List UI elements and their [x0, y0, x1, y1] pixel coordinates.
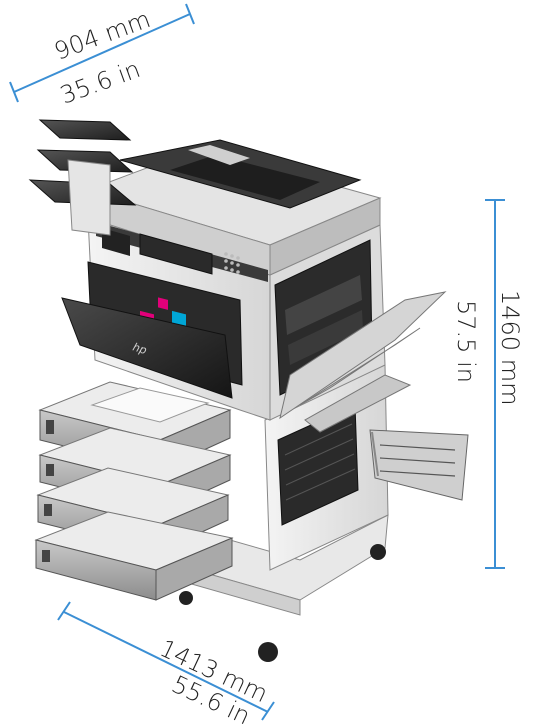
paper-tray-4 [34, 511, 234, 601]
width-metric-label: 904 mm [50, 5, 154, 66]
multipurpose-tray [279, 291, 447, 420]
printer-illustration: hp [28, 119, 469, 662]
width-dimension: 904 mm 35.6 in [9, 3, 195, 110]
height-metric-label: 1460 mm [496, 290, 524, 405]
height-dimension: 1460 mm 57.5 in [452, 199, 524, 569]
depth-dimension-line [63, 611, 269, 713]
tray-extension [304, 374, 412, 433]
door-logo: hp [131, 340, 148, 357]
output-stacker [28, 119, 137, 236]
toner-cartridge-magenta-2 [158, 297, 168, 310]
height-imperial-label: 57.5 in [452, 300, 480, 383]
width-imperial-label: 35.6 in [56, 55, 144, 110]
caster-wheel [370, 544, 386, 560]
caster-wheel [179, 591, 193, 605]
control-panel-screen [139, 233, 213, 275]
width-dimension-line [13, 13, 191, 93]
depth-dimension: 1413 mm 55.6 in [57, 601, 275, 728]
right-access-door [369, 429, 469, 501]
caster-wheel [258, 642, 278, 662]
front-door-open [61, 297, 233, 399]
